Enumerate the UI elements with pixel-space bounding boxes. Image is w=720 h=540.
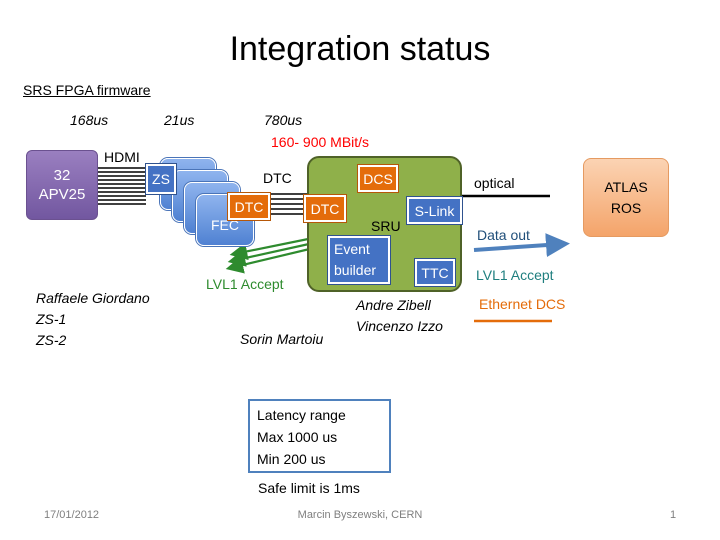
latency-box: Latency range Max 1000 us Min 200 us bbox=[248, 399, 391, 473]
timing-label-2: 21us bbox=[164, 112, 195, 128]
apv25-label: APV25 bbox=[38, 186, 86, 203]
person-sorin: Sorin Martoiu bbox=[240, 331, 324, 347]
person-andre: Andre Zibell bbox=[356, 297, 431, 313]
slide-title: Integration status bbox=[229, 30, 491, 68]
latency-title: Latency range bbox=[257, 407, 346, 423]
dtc-sru-block: DTC bbox=[304, 195, 346, 222]
dcs-label: DCS bbox=[363, 170, 393, 187]
latency-max: Max 1000 us bbox=[257, 429, 338, 445]
atlas-ros-block: ATLAS ROS bbox=[583, 158, 669, 237]
ros-label: ROS bbox=[610, 199, 642, 216]
data-out-arrow bbox=[473, 233, 570, 258]
slink-block: S-Link bbox=[407, 197, 462, 224]
hdmi-cables bbox=[98, 167, 146, 205]
firmware-heading-text: SRS FPGA firmware bbox=[23, 82, 151, 98]
people-group-1: Raffaele Giordano ZS-1 ZS-2 bbox=[36, 288, 150, 351]
ethernet-dcs-label: Ethernet DCS bbox=[479, 296, 566, 312]
sru-label: SRU bbox=[371, 218, 401, 234]
lvl1-accept-right: LVL1 Accept bbox=[476, 267, 554, 283]
timing-label-1: 168us bbox=[70, 112, 109, 128]
timing-label-3: 780us bbox=[264, 112, 303, 128]
data-out-label: Data out bbox=[477, 227, 530, 243]
dtc-fec-block: DTC bbox=[228, 193, 270, 220]
lvl1-accept-left: LVL1 Accept bbox=[206, 276, 284, 292]
zs1-note: ZS-1 bbox=[36, 311, 67, 327]
safe-limit-note: Safe limit is 1ms bbox=[258, 480, 360, 496]
apv25-block: 32 APV25 bbox=[26, 150, 98, 220]
hdmi-label: HDMI bbox=[104, 149, 140, 165]
footer-page-number: 1 bbox=[670, 509, 677, 521]
optical-label: optical bbox=[474, 175, 515, 191]
zs-label: ZS bbox=[152, 171, 170, 187]
footer-date: 17/01/2012 bbox=[44, 509, 100, 521]
footer-author: Marcin Byszewski, CERN bbox=[297, 509, 423, 521]
slink-label: S-Link bbox=[414, 202, 455, 219]
firmware-heading: SRS FPGA firmware bbox=[23, 82, 151, 98]
dtc-cables bbox=[268, 193, 308, 215]
dcs-block: DCS bbox=[358, 165, 398, 192]
event-builder-line2: builder bbox=[334, 262, 377, 278]
latency-min: Min 200 us bbox=[257, 451, 326, 467]
dtc-sru-label: DTC bbox=[310, 200, 340, 217]
zs-block: ZS bbox=[146, 164, 176, 194]
fec-label: FEC bbox=[211, 217, 239, 233]
person-raffaele: Raffaele Giordano bbox=[36, 290, 150, 306]
person-vincenzo: Vincenzo Izzo bbox=[356, 318, 443, 334]
event-builder-line1: Event bbox=[334, 241, 370, 257]
atlas-label: ATLAS bbox=[604, 178, 648, 195]
dtc-link-label: DTC bbox=[263, 170, 292, 186]
event-builder-block: Event builder bbox=[328, 236, 390, 284]
ttc-block: TTC bbox=[415, 259, 455, 286]
bandwidth-label: 160- 900 MBit/s bbox=[271, 134, 370, 150]
lvl1-arrows bbox=[225, 235, 319, 274]
apv25-count: 32 bbox=[53, 167, 71, 184]
zs2-note: ZS-2 bbox=[36, 332, 67, 348]
dtc-fec-label: DTC bbox=[234, 198, 264, 215]
ttc-label: TTC bbox=[421, 264, 449, 281]
people-group-2: Andre Zibell Vincenzo Izzo bbox=[356, 295, 443, 337]
